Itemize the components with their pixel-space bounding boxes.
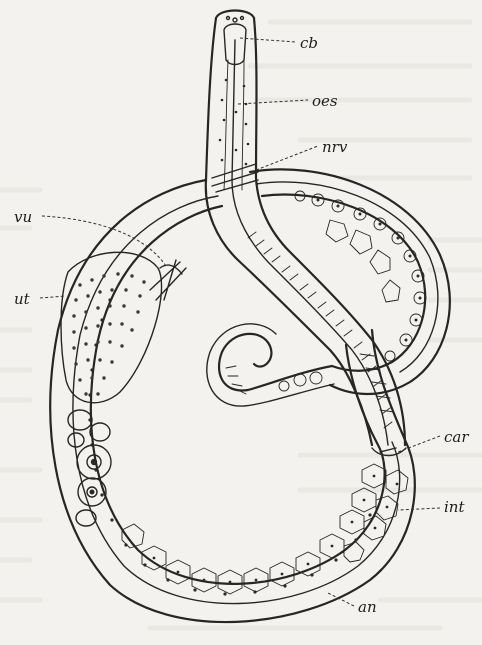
label-car: car	[444, 428, 469, 446]
label-vu: vu	[14, 208, 32, 226]
label-an: an	[358, 598, 377, 616]
label-int: int	[444, 498, 465, 516]
label-cb: cb	[300, 34, 318, 52]
label-ut: ut	[14, 290, 31, 308]
label-nrv: nrv	[322, 138, 348, 156]
label-oes: oes	[312, 92, 338, 110]
